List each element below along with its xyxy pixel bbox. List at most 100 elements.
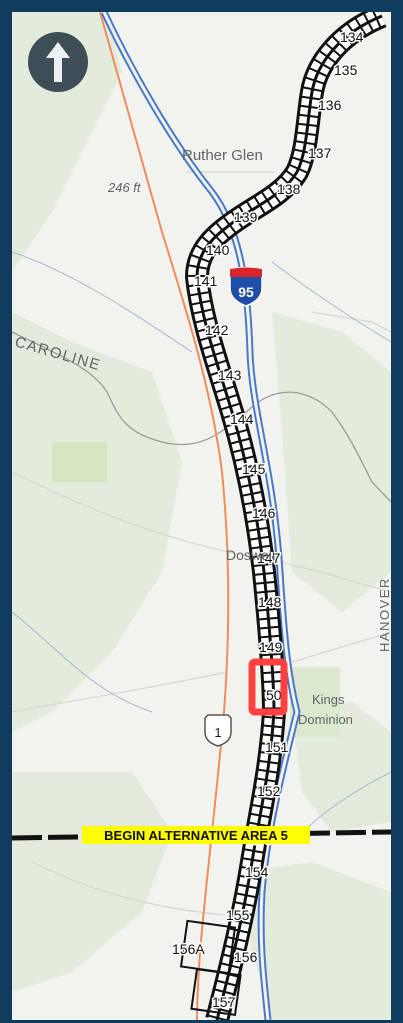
corridor-rung (249, 535, 270, 541)
milepost-label-145: 145 (242, 461, 266, 477)
elevation-label: 246 ft (107, 180, 142, 195)
corridor-rung (302, 86, 323, 93)
corridor-rung (274, 181, 289, 198)
interstate-95-number: 95 (238, 284, 254, 300)
corridor-rung (248, 821, 269, 828)
corridor-rung (239, 874, 260, 881)
corridor-rung (260, 643, 281, 648)
alternative-area-banner-bg (82, 826, 310, 844)
streams (12, 251, 391, 843)
corridor-rung (291, 156, 312, 165)
corridor-rung (298, 113, 319, 119)
corridor-rung (263, 715, 284, 720)
corridor-rung (220, 402, 241, 411)
milepost-label-144: 144 (230, 411, 254, 427)
corridor-rung (220, 962, 241, 969)
corridor-rung (208, 228, 224, 245)
corridor-rung (257, 607, 278, 612)
milepost-label-148: 148 (258, 594, 282, 610)
north-arrow-button[interactable] (28, 32, 88, 92)
milepost-label-151: 151 (265, 739, 289, 755)
milepost-label-143: 143 (218, 367, 242, 383)
us-route-1-line (99, 12, 230, 1020)
corridor-rung (308, 67, 328, 78)
corridor-rung (204, 351, 225, 359)
corridor-rung (248, 526, 269, 532)
milepost-label-135: 135 (334, 62, 358, 78)
corridor-rung (190, 253, 211, 263)
corridor-rung (280, 175, 297, 192)
corridor-rung (243, 848, 264, 854)
corridor-rung (222, 953, 243, 961)
interstate-95-shield-icon: 95 (229, 266, 263, 307)
interchange-157-box (190, 968, 242, 1016)
map-svg: 1341351361371381391401411421431441451461… (12, 12, 391, 1020)
corridor-rung (251, 553, 273, 559)
milepost-label-146: 146 (252, 505, 276, 521)
kings-dominion-area (290, 667, 340, 737)
corridor-rung (255, 589, 276, 594)
corridor-rung (230, 210, 244, 229)
corridor-rung (226, 936, 247, 943)
corridor-rung (224, 944, 245, 952)
corridor-rung (262, 670, 283, 675)
corridor-rung (257, 768, 278, 774)
corridor-rung (259, 634, 280, 639)
milepost-label-137: 137 (308, 145, 332, 161)
corridor-rung (260, 191, 274, 210)
corridor-rung (251, 803, 272, 810)
milepost-label-156: 156 (234, 949, 258, 965)
corridor-rung (338, 28, 354, 46)
corridor-rung (215, 222, 230, 239)
minor-roads (12, 171, 391, 918)
corridor-rung (254, 571, 275, 576)
corridor-rung (232, 446, 253, 454)
corridor-rung (301, 95, 322, 101)
corridor-rung (372, 12, 382, 28)
corridor-rung (223, 411, 243, 419)
corridor-rung (199, 333, 220, 342)
corridor-rung (215, 385, 235, 394)
corridor-rung (187, 264, 208, 270)
milepost-label-152: 152 (257, 783, 281, 799)
corridor-rung (263, 679, 284, 684)
corridor-rung (267, 186, 282, 204)
corridor-rung (234, 901, 255, 908)
corridor-rung (258, 616, 279, 621)
corridor-rung (299, 104, 320, 110)
corridor-rung (187, 282, 209, 288)
us-route-1-shield-icon: 1 (204, 714, 232, 747)
corridor-rung (240, 481, 261, 488)
corridor-rung (222, 216, 237, 234)
corridor-rung (245, 200, 259, 219)
highlighted-milepost-box[interactable] (248, 658, 288, 716)
place-dominion: Dominion (298, 712, 353, 727)
milepost-label-141: 141 (194, 273, 218, 289)
interstate-95-line-inner (102, 12, 299, 1020)
milepost-label-154: 154 (245, 864, 269, 880)
corridor-rung (227, 428, 248, 437)
county-label-hanover: HANOVER (377, 577, 391, 652)
place-doswell: Doswell (226, 547, 275, 563)
milepost-label-156a: 156A (172, 941, 205, 957)
corridor-rung (253, 196, 266, 215)
corridor-rung (216, 979, 237, 987)
corridor-rung (362, 12, 374, 32)
corridor-rung (245, 508, 266, 515)
corridor-rung (256, 598, 277, 603)
corridor-rung (261, 652, 282, 657)
corridor-rung (262, 733, 283, 738)
corridor-rung (296, 131, 317, 137)
corridor-rung (230, 918, 251, 925)
corridor-rung (242, 490, 263, 497)
corridor-rung (253, 795, 274, 801)
us-route-1-number: 1 (214, 725, 221, 740)
corridor-rung (258, 759, 279, 765)
corridor-rung (230, 437, 251, 445)
milepost-label-142: 142 (205, 322, 229, 338)
corridor-rung (246, 517, 267, 523)
corridor-rung (225, 420, 246, 428)
corridor-rung (313, 58, 332, 71)
milepost-label-139: 139 (234, 209, 258, 225)
